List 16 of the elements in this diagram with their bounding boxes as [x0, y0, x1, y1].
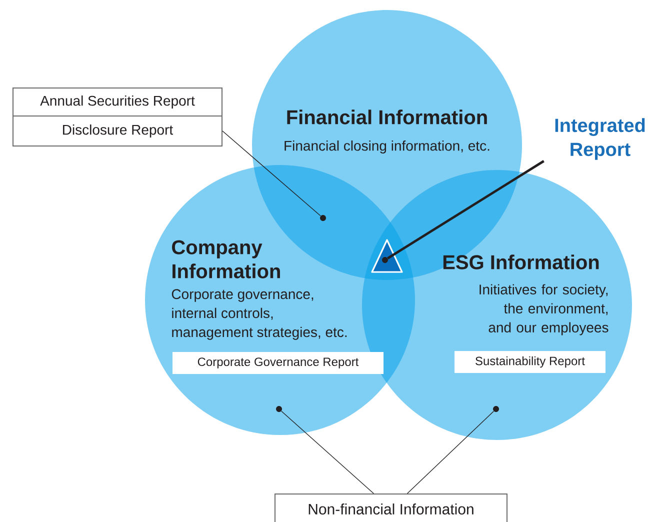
leader-line: [281, 410, 374, 494]
heading: Company Information: [172, 240, 280, 278]
heading: ESG Information: [443, 254, 599, 270]
report-box: Disclosure Report: [12, 116, 222, 146]
description: Corporate governance, internal controls, management strategies, etc.: [172, 289, 347, 340]
leader-line: [406, 410, 494, 494]
description: Initiatives for society, the environment, and our employees: [480, 284, 608, 336]
report-label: Sustainability Report: [454, 351, 606, 373]
circle: [362, 170, 632, 440]
callout-title: Integrated Report: [555, 118, 645, 160]
heading: Financial Information: [287, 110, 487, 124]
report-box: Non-financial Information: [274, 494, 508, 522]
report-box: Annual Securities Report: [12, 88, 222, 116]
report-label: Corporate Governance Report: [172, 352, 384, 374]
leader-line: [222, 130, 321, 216]
description: Financial closing information, etc.: [284, 140, 490, 154]
